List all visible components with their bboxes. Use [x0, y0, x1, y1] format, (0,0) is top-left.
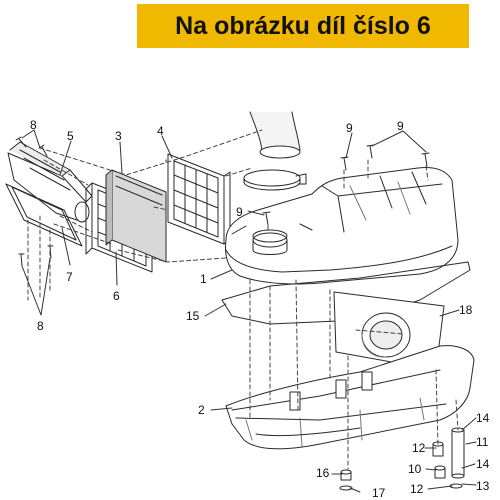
callout-10: 10: [408, 462, 422, 476]
part-5-intake-duct: [7, 141, 93, 223]
callout-14-a: 14: [476, 411, 490, 425]
callout-8-top: 8: [30, 118, 37, 132]
part-15-housing-gasket: [221, 261, 471, 325]
callout-4: 4: [157, 124, 164, 138]
part-1-upper-housing: [225, 167, 459, 285]
assembly-guide-lines: [27, 129, 459, 471]
callout-15: 15: [186, 309, 200, 323]
callout-leader-lines: [21, 129, 477, 493]
part-3-filter-element: [105, 169, 167, 263]
callout-7: 7: [66, 270, 73, 284]
callout-17: 17: [372, 486, 386, 500]
callout-11: 11: [476, 435, 489, 449]
drain-fittings: [339, 427, 465, 491]
callout-12-a: 12: [412, 441, 426, 455]
callout-1: 1: [200, 272, 207, 286]
callout-13: 13: [476, 479, 490, 493]
callout-12-b: 12: [410, 482, 424, 496]
part-4-filter-cover: [165, 153, 231, 245]
callout-9-a: 9: [346, 121, 353, 135]
callout-18: 18: [459, 303, 473, 317]
part-2-lower-housing: [225, 345, 475, 450]
part-9-screws: [262, 144, 430, 226]
intake-hose-and-clamp: [243, 111, 307, 191]
callout-5: 5: [67, 129, 74, 143]
callout-numbers: 8 5 3 4 9 9 9 7 6 8 1 15 18 2 14 12 11 1…: [30, 118, 490, 500]
part-8-screws: [15, 136, 54, 267]
callout-2: 2: [198, 403, 205, 417]
part-7-gasket: [5, 183, 83, 247]
part-number-banner: Na obrázku díl číslo 6: [137, 4, 469, 48]
callout-9-b: 9: [397, 119, 404, 133]
callout-3: 3: [115, 129, 122, 143]
callout-16: 16: [316, 466, 330, 480]
callout-14-b: 14: [476, 457, 490, 471]
part-18-duct-adapter: [333, 291, 445, 371]
callout-6: 6: [113, 289, 120, 303]
banner-text: Na obrázku díl číslo 6: [175, 11, 431, 40]
callout-9-c: 9: [236, 205, 243, 219]
callout-8-bottom: 8: [37, 319, 44, 333]
